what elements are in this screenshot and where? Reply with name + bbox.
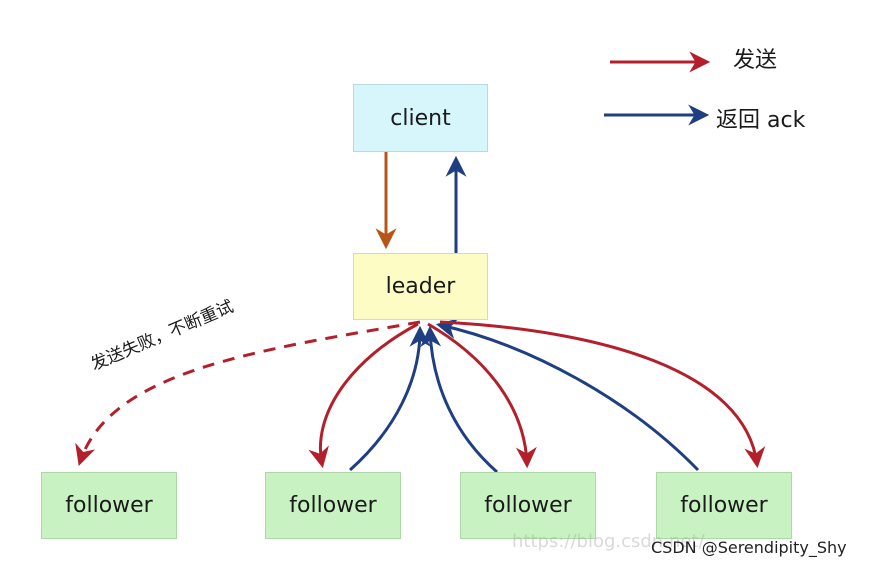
watermark-url: https://blog.csdn.net/	[512, 531, 705, 552]
follower-node-4: follower	[656, 472, 792, 539]
follower-4-to-leader-ack-arrow	[435, 318, 700, 472]
follower-node-1: follower	[41, 472, 177, 539]
follower-node-3: follower	[460, 472, 596, 539]
follower-node-2: follower	[265, 472, 401, 539]
legend-send-label: 发送	[733, 48, 778, 73]
client-node: client	[353, 84, 488, 152]
leader-to-follower-4-arrow	[439, 320, 766, 469]
watermark-credit: CSDN @Serendipity_Shy	[651, 538, 847, 557]
follower-2-to-leader-ack-arrow	[349, 325, 431, 472]
follower-3-to-leader-ack-arrow	[420, 325, 498, 474]
legend-ack-label: 返回 ack	[716, 108, 806, 133]
leader-to-follower-1-failed-arrow	[75, 320, 421, 466]
leader-to-follower-2-arrow	[308, 322, 419, 469]
leader-node: leader	[353, 253, 488, 320]
